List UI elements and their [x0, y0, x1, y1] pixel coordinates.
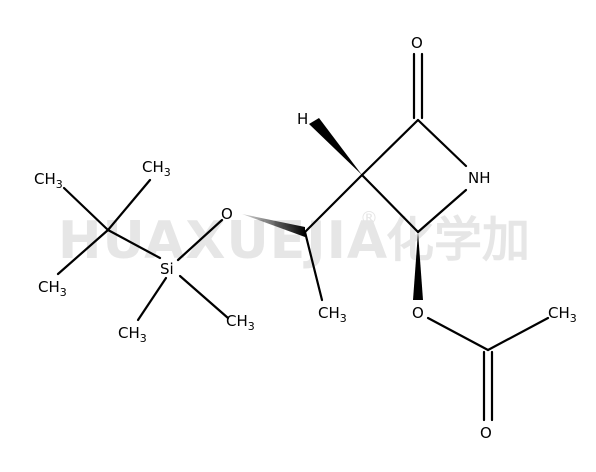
bonds — [56, 52, 550, 422]
ch3-tbu-left: CH3 — [34, 170, 63, 191]
bond-o-si — [176, 218, 224, 262]
bond-tbu-ch3-left — [62, 186, 110, 232]
watermark-latin: HUAXUEJIA — [58, 211, 388, 271]
wedge-bond-h — [309, 118, 362, 175]
ch3-acetyl: CH3 — [548, 304, 577, 325]
atom-o-ester: O — [412, 304, 424, 322]
atom-o-carbonyl: O — [411, 34, 423, 52]
hash-bond-o-ether — [242, 214, 305, 237]
ch3-ethyl: CH3 — [318, 304, 347, 325]
bond-si-cquat — [106, 228, 162, 260]
ch3-tbu-upper-right: CH3 — [142, 158, 171, 179]
ch3-tbu-lower: CH3 — [38, 278, 67, 299]
bond-ch-ch3 — [303, 230, 324, 302]
bond-si-ch3-left — [136, 276, 168, 322]
bond-c2-n — [416, 118, 468, 168]
bond-n-c4 — [416, 188, 468, 234]
watermark-chinese: 化学加 — [386, 212, 530, 268]
ch3-si-right: CH3 — [226, 312, 255, 333]
wedge-bond-o-ester — [413, 232, 423, 300]
bond-tbu-ch3-ur — [106, 178, 152, 232]
atom-o-acetyl: O — [480, 424, 492, 442]
atom-nh: NH — [468, 169, 491, 187]
watermark-registered-mark: ® — [360, 208, 378, 229]
bond-c3-ch — [303, 173, 364, 234]
bond-tbu-ch3-lower — [56, 228, 110, 276]
bond-c3-c2 — [360, 118, 420, 177]
atom-o-ether: O — [221, 205, 233, 223]
atom-labels: O NH H O Si O O CH3 CH3 CH3 CH3 CH3 CH3 … — [34, 34, 577, 442]
atom-si: Si — [160, 260, 174, 278]
bond-o-acetyl-c — [426, 316, 490, 352]
ch3-si-left: CH3 — [118, 324, 147, 345]
bond-c4-c3 — [360, 173, 420, 234]
watermark: HUAXUEJIA ® 化学加 — [58, 208, 530, 271]
atom-h: H — [297, 110, 308, 128]
bond-si-ch3-right — [178, 274, 230, 320]
bond-acetyl-ch3 — [486, 316, 550, 352]
